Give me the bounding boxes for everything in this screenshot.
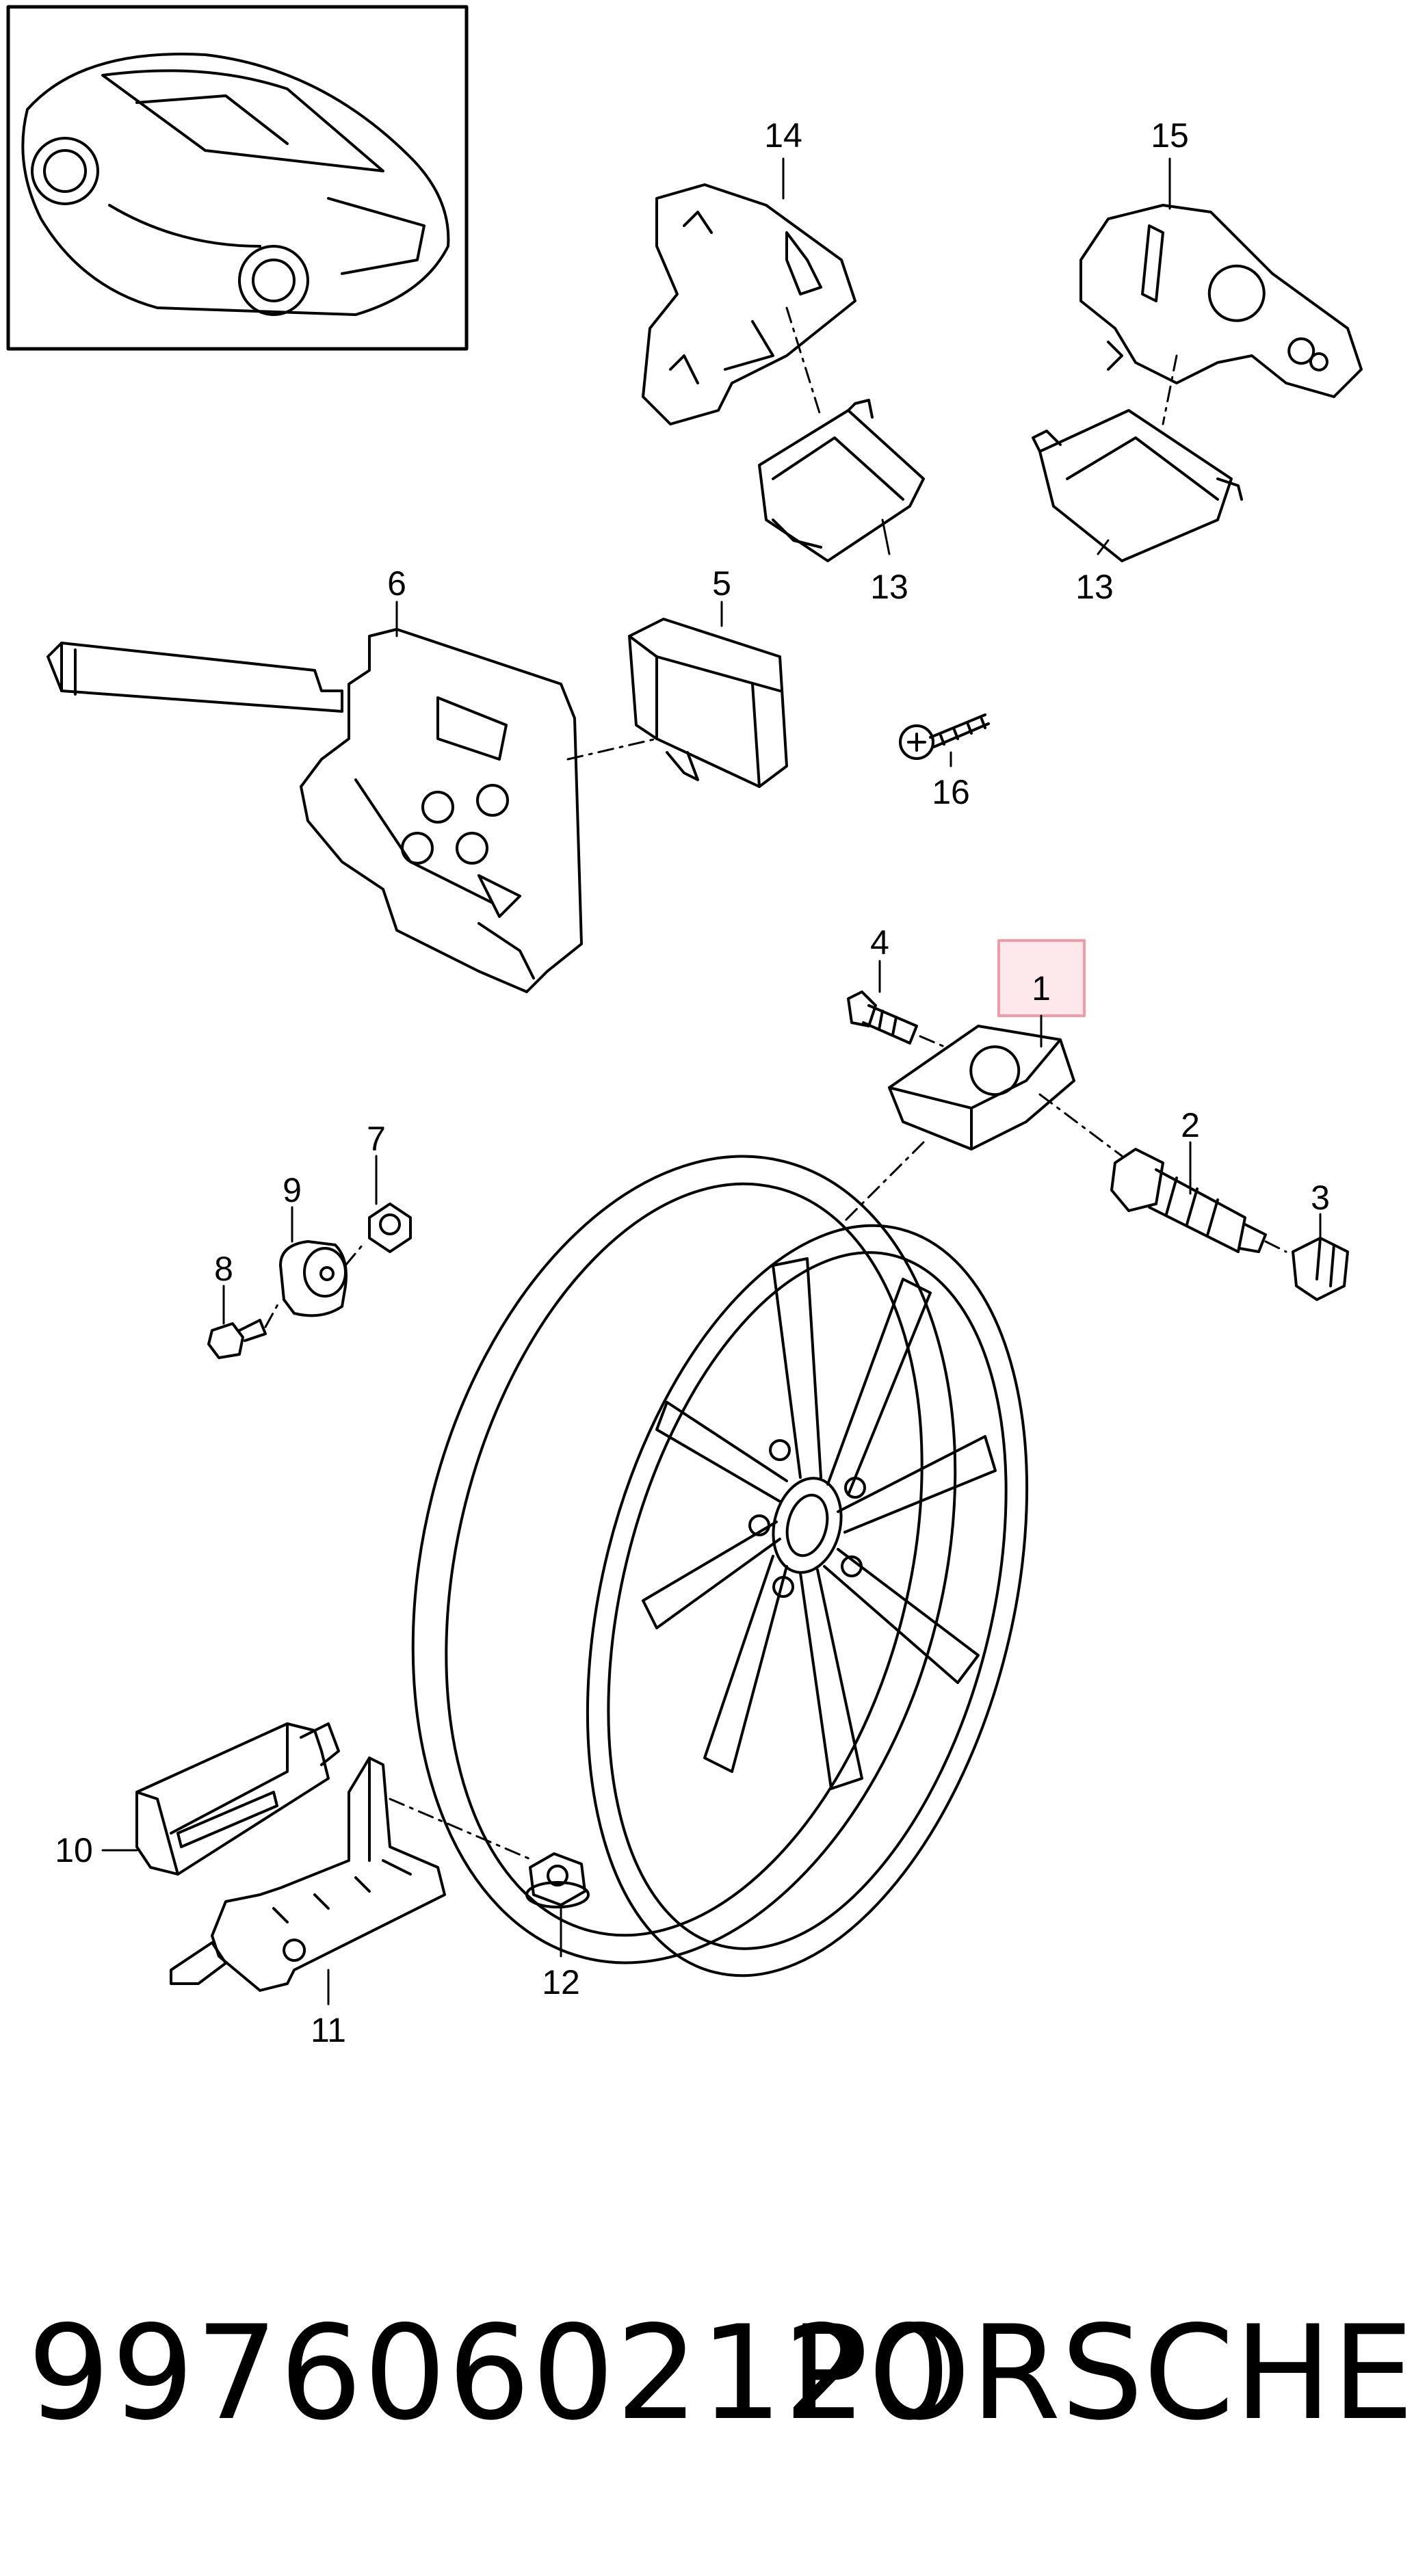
part-9-bushing (279, 1240, 348, 1317)
wheel-rim (411, 1155, 1029, 1977)
part-13-module-right (1032, 409, 1243, 562)
part-5-module (628, 618, 788, 788)
callout-9: 9 (283, 1171, 302, 1209)
footer: 99760602120 PORSCHE (0, 2298, 1414, 2449)
part-1-tpms-sensor (888, 1025, 1075, 1151)
callout-10: 10 (55, 1831, 93, 1869)
callout-12: 12 (542, 1963, 580, 2001)
callout-3: 3 (1311, 1179, 1330, 1217)
part-4-bolt (847, 990, 918, 1044)
callout-6: 6 (387, 564, 406, 603)
part-14-bracket (642, 183, 856, 425)
callout-14: 14 (764, 116, 802, 155)
callout-13-right: 13 (1075, 568, 1114, 606)
part-13-module-left (758, 399, 925, 562)
car-illustration (21, 53, 450, 316)
part-6-control-bracket (47, 628, 583, 993)
callout-13-left: 13 (870, 568, 908, 606)
part-3-valve-cap (1292, 1237, 1349, 1301)
callout-15: 15 (1151, 116, 1189, 155)
callout-1: 1 (1032, 969, 1051, 1008)
brand-name: PORSCHE (789, 2298, 1414, 2449)
part-10-sensor (135, 1722, 340, 1876)
part-12-flange-nut (525, 1852, 590, 1908)
callout-8: 8 (214, 1250, 233, 1288)
vehicle-overview-inset (6, 5, 469, 351)
callout-11: 11 (311, 2011, 346, 2049)
part-8-clip (207, 1319, 267, 1359)
part-15-bracket (1079, 204, 1363, 398)
part-number: 99760602120 (27, 2298, 952, 2449)
part-11-bracket (170, 1757, 446, 1992)
callout-labels: 14 15 13 13 6 5 16 4 1 2 3 7 9 8 10 11 1… (55, 116, 1330, 2049)
part-2-valve (1110, 1148, 1267, 1253)
part-7-nut (368, 1202, 412, 1253)
callout-16: 16 (932, 773, 970, 811)
highlight-box-part-1 (997, 939, 1086, 1017)
callout-4: 4 (870, 923, 889, 962)
callout-5: 5 (712, 564, 731, 603)
callout-7: 7 (367, 1120, 386, 1158)
part-16-screw (899, 713, 990, 760)
callout-2: 2 (1181, 1106, 1200, 1144)
